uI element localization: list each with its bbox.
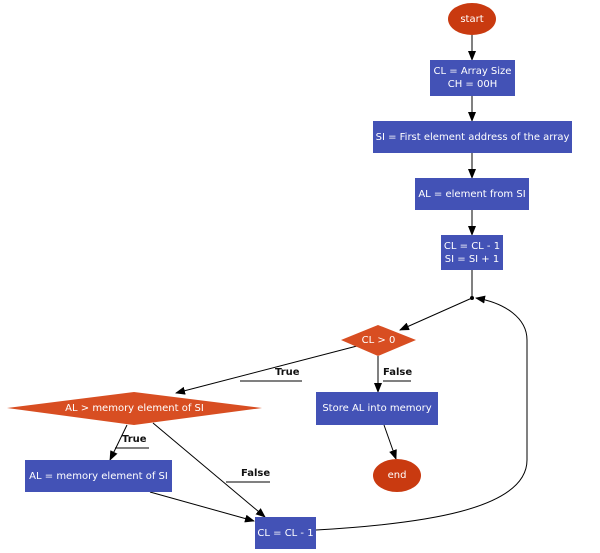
init-line-2: CH = 00H [447, 79, 498, 90]
edge-label-al-true: True [122, 434, 147, 445]
dec-label: CL = CL - 1 [257, 527, 314, 539]
edge-al-false [152, 422, 266, 518]
si-init-node: SI = First element address of the array [373, 121, 572, 153]
edge-al-true [109, 424, 128, 461]
edge-assign-dec [149, 491, 255, 523]
edge-loop-back [315, 295, 528, 531]
edge-label-cl-true: True [275, 367, 300, 378]
loop-junction [470, 296, 474, 300]
edge-cond-true [175, 345, 358, 395]
cond-cl-node: CL > 0 [341, 325, 416, 356]
start-label: start [460, 13, 484, 25]
load-label: AL = element from SI [418, 188, 526, 200]
store-node: Store AL into memory [316, 392, 438, 425]
cond-al-shape [7, 392, 262, 425]
cond-cl-label: CL > 0 [361, 335, 396, 346]
end-node: end [373, 459, 421, 492]
edge-junction-cond [399, 297, 473, 331]
store-label: Store AL into memory [322, 403, 432, 414]
si-init-label: SI = First element address of the array [375, 131, 570, 143]
load-node: AL = element from SI [415, 178, 529, 210]
assign-label: AL = memory element of SI [29, 470, 168, 482]
init-node: CL = Array Size CH = 00H [430, 60, 515, 96]
edge-store-end [383, 424, 397, 460]
cond-al-node: AL > memory element of SI [7, 392, 262, 425]
dec-node: CL = CL - 1 [255, 517, 316, 549]
start-node: start [448, 3, 496, 35]
dec-inc-line-1: CL = CL - 1 [443, 240, 501, 252]
edge-label-al-false: False [241, 468, 271, 479]
dec-inc-line-2: SI = SI + 1 [444, 253, 500, 265]
cond-al-label: AL > memory element of SI [65, 403, 204, 414]
init-line-1: CL = Array Size [433, 66, 512, 77]
end-label: end [387, 470, 407, 481]
edge-label-cl-false: False [383, 367, 413, 378]
assign-node: AL = memory element of SI [25, 460, 172, 492]
cond-cl-shape [341, 325, 416, 356]
